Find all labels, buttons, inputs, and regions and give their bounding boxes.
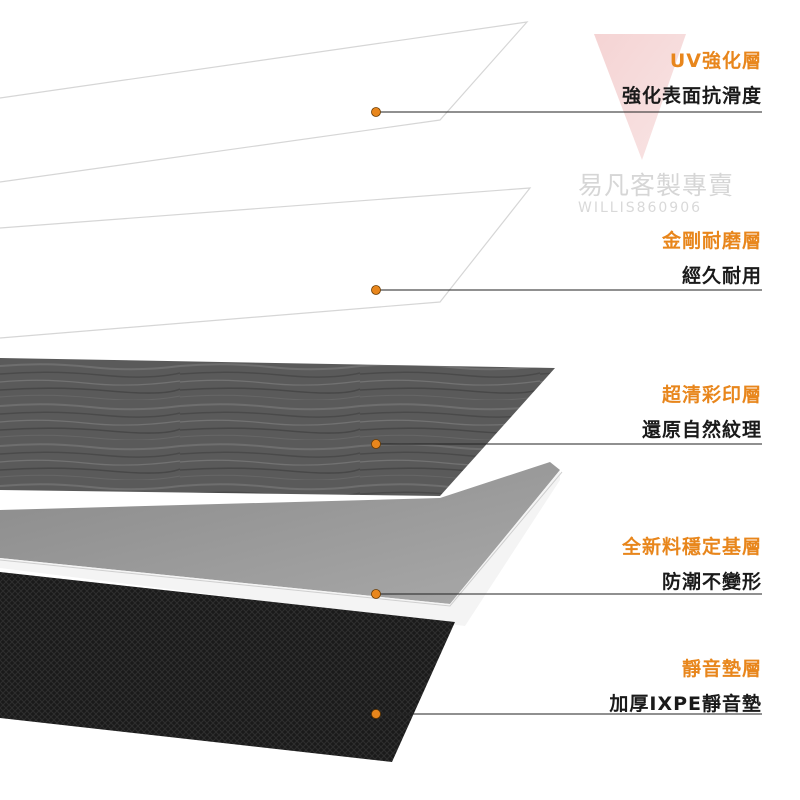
- leader-dot-0: [371, 107, 381, 117]
- layer-desc: 加厚IXPE靜音墊: [609, 693, 762, 715]
- ixpe-layer-sheet: [0, 572, 455, 762]
- base-layer-edge-line: [0, 471, 563, 607]
- watermark-logo: [594, 34, 686, 160]
- layer-desc: 經久耐用: [681, 265, 762, 287]
- layer-title: UV強化層: [669, 50, 762, 72]
- label-ixpe-layer: 靜音墊層 加厚IXPE靜音墊: [609, 654, 762, 716]
- print-layer-sheet: [0, 358, 555, 496]
- label-uv-layer: UV強化層 強化表面抗滑度: [622, 46, 762, 108]
- leader-dot-4: [371, 709, 381, 719]
- watermark-id: WILLIS860906: [578, 200, 703, 216]
- base-layer-top: [0, 462, 560, 604]
- layer-title: 超清彩印層: [661, 384, 762, 406]
- base-layer-edge: [0, 470, 560, 626]
- leader-dot-3: [371, 589, 381, 599]
- layer-title: 靜音墊層: [681, 658, 762, 680]
- leader-dot-2: [371, 439, 381, 449]
- label-wear-layer: 金剛耐磨層 經久耐用: [662, 226, 762, 288]
- layer-desc: 防潮不變形: [661, 571, 762, 593]
- label-base-layer: 全新料穩定基層 防潮不變形: [622, 532, 762, 594]
- layer-desc: 強化表面抗滑度: [621, 85, 762, 107]
- watermark-text: 易凡客製專賣: [578, 171, 735, 200]
- layer-title: 金剛耐磨層: [661, 230, 762, 252]
- label-print-layer: 超清彩印層 還原自然紋理: [642, 380, 762, 442]
- layer-title: 全新料穩定基層: [621, 536, 762, 558]
- layer-desc: 還原自然紋理: [641, 419, 762, 441]
- wear-layer-sheet: [0, 187, 532, 339]
- uv-layer-sheet: [0, 21, 529, 183]
- leader-dot-1: [371, 285, 381, 295]
